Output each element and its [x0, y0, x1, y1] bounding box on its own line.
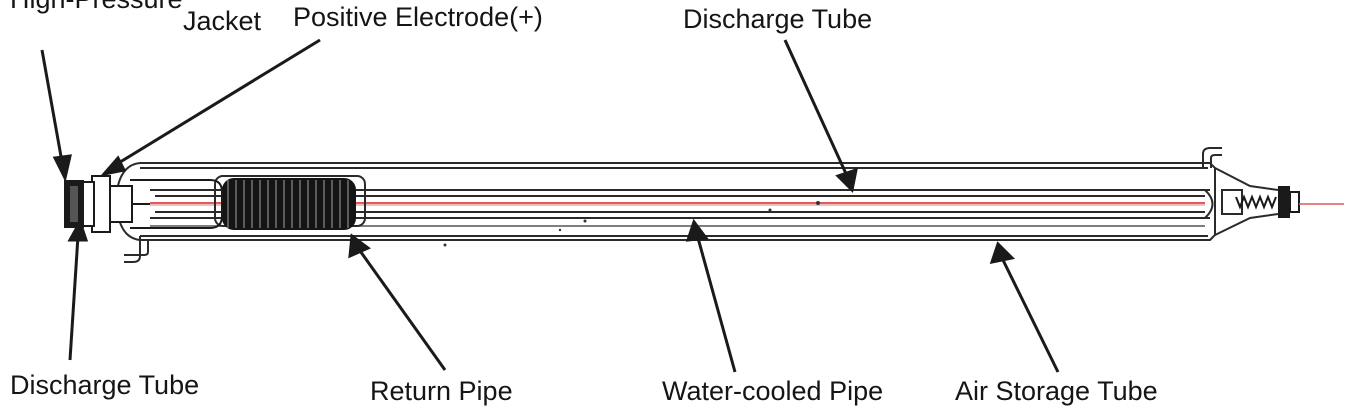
label-water-cooled-pipe: Water-cooled Pipe	[662, 376, 884, 406]
label-discharge-tube-top: Discharge Tube	[683, 4, 873, 34]
leader-lines	[40, 38, 1060, 373]
water-outlet-nozzle	[1202, 147, 1222, 168]
label-jacket: Jacket	[183, 6, 262, 36]
label-high-pressure: High-Pressure	[10, 0, 183, 13]
label-positive-electrode: Positive Electrode(+)	[293, 2, 543, 32]
output-window	[1278, 186, 1300, 218]
high-voltage-terminal	[64, 180, 84, 228]
tube-specks	[443, 201, 820, 247]
right-end-cap	[1214, 167, 1279, 236]
label-discharge-tube-bottom: Discharge Tube	[10, 370, 200, 400]
output-spring	[1235, 194, 1277, 210]
water-inlet-nozzle	[124, 236, 149, 263]
label-air-storage-tube: Air Storage Tube	[955, 376, 1158, 406]
label-return-pipe: Return Pipe	[370, 376, 513, 406]
outer-jacket	[114, 162, 1216, 241]
return-pipe-coil	[214, 175, 366, 230]
